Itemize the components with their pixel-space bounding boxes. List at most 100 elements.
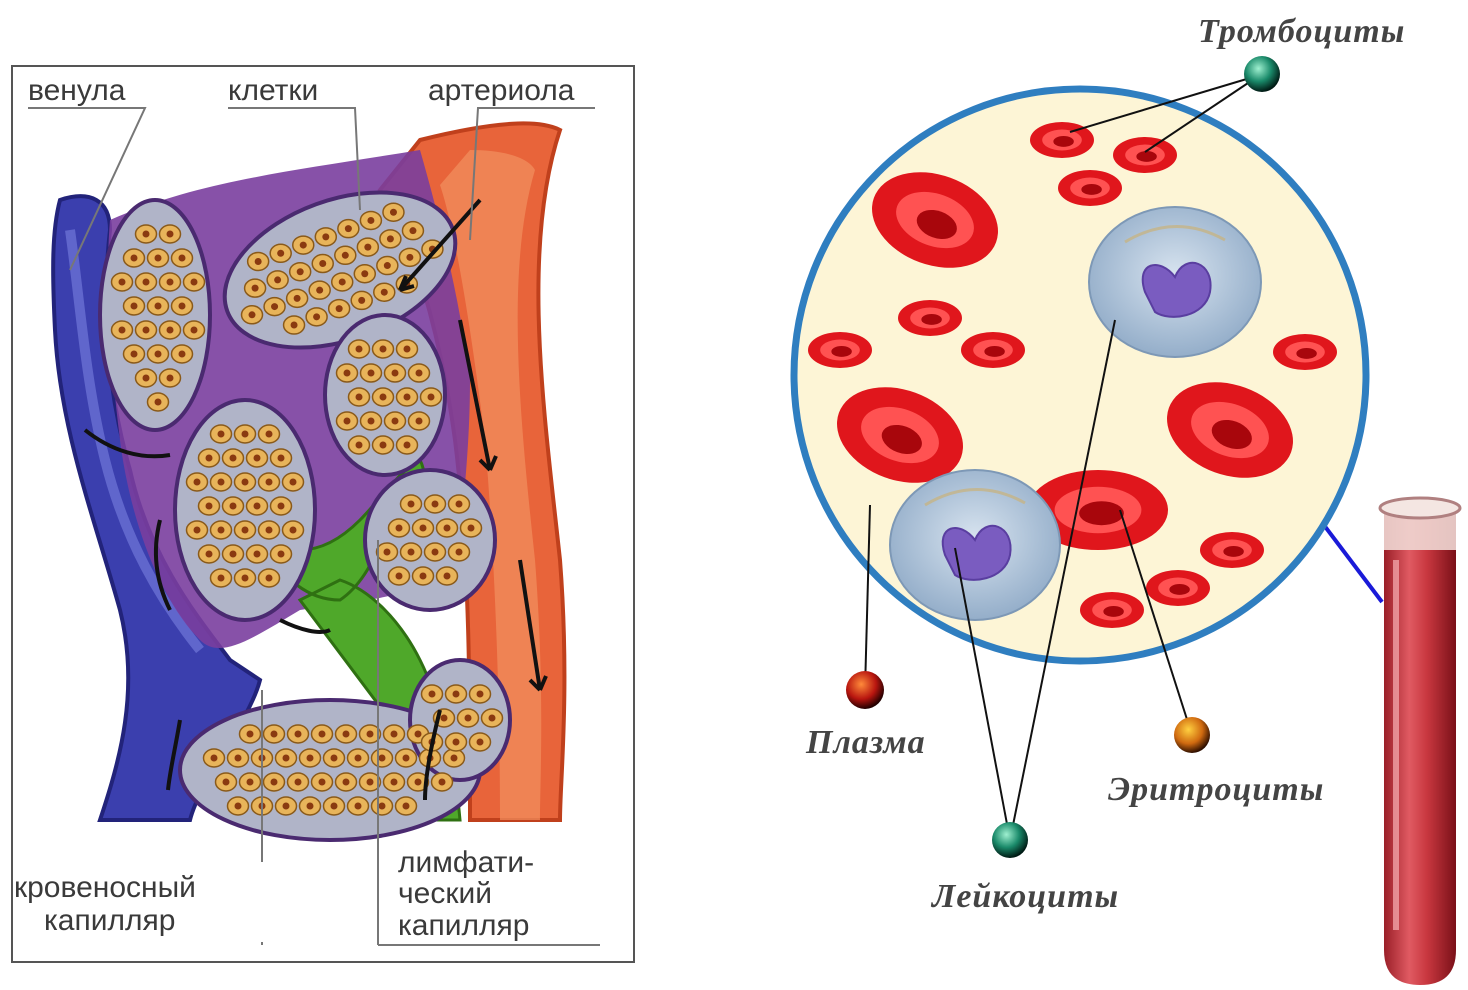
tissue-cell-nucleus (343, 731, 350, 738)
tissue-cell-nucleus (179, 255, 186, 262)
tissue-cell-nucleus (416, 370, 423, 377)
blood-composition-panel: Тромбоциты Плазма Эритроциты Лейкоциты (794, 13, 1460, 985)
tissue-cell-nucleus (295, 731, 302, 738)
tissue-cell-nucleus (428, 394, 435, 401)
tissue-cell-nucleus (249, 311, 256, 318)
erythrocyte (898, 300, 962, 336)
erythrocyte (1273, 334, 1337, 370)
tissue-cell-nucleus (358, 297, 365, 304)
tissue-cell-nucleus (409, 227, 416, 234)
tissue-cell-nucleus (271, 303, 278, 310)
tissue-cell-nucleus (356, 442, 363, 449)
tissue-cell-nucleus (367, 217, 374, 224)
tissue-cell-nucleus (342, 252, 349, 259)
cell-cluster-5 (365, 470, 495, 610)
tissue-cell-nucleus (143, 327, 150, 334)
tissue-cell-nucleus (456, 501, 463, 508)
tissue-cell-nucleus (380, 442, 387, 449)
tissue-cell-nucleus (331, 803, 338, 810)
tissue-cell-nucleus (432, 501, 439, 508)
tissue-cell-nucleus (131, 351, 138, 358)
tissue-cell-nucleus (242, 431, 249, 438)
tissue-cell-nucleus (441, 715, 448, 722)
tissue-cell-nucleus (420, 573, 427, 580)
tissue-cell-nucleus (361, 270, 368, 277)
tissue-cell-nucleus (367, 731, 374, 738)
label-leukocytes: Лейкоциты (930, 878, 1119, 915)
tissue-cell-nucleus (307, 803, 314, 810)
tissue-cell-nucleus (143, 231, 150, 238)
label-platelets: Тромбоциты (1198, 13, 1405, 50)
tissue-cell-nucleus (266, 431, 273, 438)
tissue-cell-nucleus (406, 254, 413, 261)
tissue-cell-nucleus (477, 739, 484, 746)
tissue-cell-nucleus (295, 779, 302, 786)
tissue-cell-nucleus (355, 803, 362, 810)
tissue-cell-nucleus (390, 209, 397, 216)
erythrocyte (1200, 532, 1264, 568)
tissue-cell-nucleus (453, 739, 460, 746)
tissue-cell-nucleus (392, 370, 399, 377)
label-blood-capillary-2: капилляр (44, 904, 175, 937)
tissue-cell-nucleus (277, 250, 284, 257)
tissue-cell-nucleus (119, 279, 126, 286)
tissue-cell-nucleus (271, 731, 278, 738)
tissue-cell-nucleus (456, 549, 463, 556)
tissue-cell-nucleus (439, 779, 446, 786)
tissue-cell-nucleus (255, 258, 262, 265)
platelets-marker (1244, 56, 1280, 92)
tissue-cell-nucleus (339, 278, 346, 285)
leukocyte (890, 470, 1060, 620)
tissue-cell-nucleus (396, 573, 403, 580)
tissue-cell-nucleus (364, 244, 371, 251)
tissue-cell-nucleus (379, 755, 386, 762)
label-lymph-capillary-3: капилляр (398, 909, 529, 942)
tissue-cell-nucleus (408, 501, 415, 508)
tissue-cell-nucleus (155, 303, 162, 310)
tissue-cell-nucleus (167, 327, 174, 334)
tissue-cell-nucleus (230, 503, 237, 510)
tissue-cell-nucleus (131, 255, 138, 262)
tissue-cell-nucleus (266, 479, 273, 486)
tissue-cell-nucleus (211, 755, 218, 762)
tissue-cell-nucleus (344, 418, 351, 425)
tissue-cell-nucleus (179, 303, 186, 310)
tissue-cell-nucleus (343, 779, 350, 786)
tissue-cell-nucleus (271, 779, 278, 786)
tissue-cell-nucleus (319, 779, 326, 786)
tissue-panel: венула клетки артериола кровеносный капи… (12, 66, 634, 962)
tissue-cell-nucleus (345, 225, 352, 232)
tissue-cell-nucleus (331, 755, 338, 762)
tissue-cell-nucleus (143, 279, 150, 286)
tissue-cell-nucleus (489, 715, 496, 722)
tissue-cell-nucleus (356, 394, 363, 401)
erythrocyte (1113, 137, 1177, 173)
tissue-cell-nucleus (367, 779, 374, 786)
erythrocyte (1080, 592, 1144, 628)
tissue-cell-nucleus (291, 322, 298, 329)
plasma-marker (846, 671, 884, 709)
tissue-cell-nucleus (392, 418, 399, 425)
erythrocyte (1146, 570, 1210, 606)
tissue-cell-nucleus (206, 551, 213, 558)
tissue-cell-nucleus (344, 370, 351, 377)
tissue-cell-nucleus (404, 394, 411, 401)
tissue-cell-nucleus (415, 779, 422, 786)
tissue-cell-nucleus (218, 527, 225, 534)
tissue-cell-nucleus (432, 549, 439, 556)
tissue-cell-nucleus (247, 731, 254, 738)
tissue-cell-nucleus (278, 551, 285, 558)
tissue-cell-nucleus (194, 479, 201, 486)
erythrocyte (1058, 170, 1122, 206)
tissue-cell-nucleus (218, 431, 225, 438)
tissue-cell-nucleus (283, 755, 290, 762)
leukocytes-marker (992, 822, 1028, 858)
tissue-cell-nucleus (444, 525, 451, 532)
label-lymph-capillary-2: ческий (398, 877, 492, 910)
label-lymph-capillary-1: лимфати- (398, 846, 534, 879)
tissue-cell-nucleus (403, 755, 410, 762)
label-blood-capillary-1: кровеносный (14, 871, 196, 904)
tissue-cell-nucleus (384, 262, 391, 269)
tissue-cell-nucleus (355, 755, 362, 762)
